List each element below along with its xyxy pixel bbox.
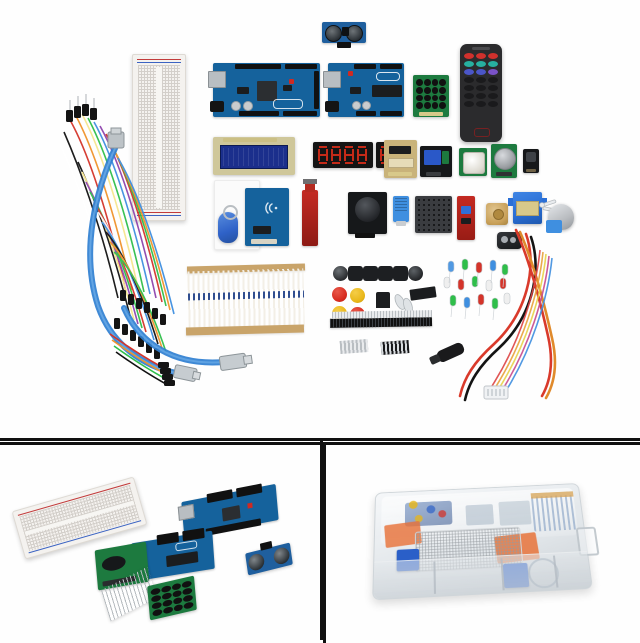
laser-module xyxy=(302,190,318,246)
stepper-motor: 28BYJ-48 stepper motor with ULN2003 driv… xyxy=(548,204,574,230)
dht11-sensor: DHT11 temperature and humidity sensor xyxy=(393,196,409,222)
matrix-keypad-module: 4x4 matrix membrane keypad module xyxy=(413,75,449,117)
detail-photo-storage-case: Transparent plastic storage case with bl… xyxy=(323,442,640,643)
jumper-wire-ends xyxy=(108,330,198,390)
potentiometer: Rotary potentiometer with knob xyxy=(486,203,508,225)
joystick-module: Dual-axis analog joystick module xyxy=(348,192,387,234)
pir-motion-sensor: HC-SR501 PIR motion sensor xyxy=(459,148,487,176)
tactile-switch-row xyxy=(333,266,425,282)
pin-header-short-black xyxy=(381,340,410,355)
seven-segment-display: 4-digit 7-segment display 4 xyxy=(313,142,373,168)
arduino-uno-board: Arduino Uno R3 compatible board UNO xyxy=(328,63,404,117)
rfid-key-fob xyxy=(218,212,238,243)
detail-keypad xyxy=(147,575,197,620)
detail-ultrasonic-sensor xyxy=(245,542,293,575)
servo-motor: SG90 micro servo motor xyxy=(513,192,542,224)
pin-header-long xyxy=(330,317,432,328)
arduino-mega-board: Arduino Mega 2560 compatible board MEGA xyxy=(213,63,320,117)
rtc-module: DS1302 real-time clock module with coin … xyxy=(491,144,517,178)
relay-module: 1-channel 5V relay module xyxy=(420,146,452,177)
lcd1602-display-module: LCD1602 character display module 16x2 xyxy=(213,137,295,175)
led-assortment xyxy=(440,255,520,335)
pin-header-short-white xyxy=(340,339,369,354)
shift-register-module: 74HC595 shift register module xyxy=(384,140,417,178)
main-flatlay-photo: Overhead flat-lay of all starter kit com… xyxy=(0,0,640,438)
storage-case-body xyxy=(372,483,593,600)
ultrasonic-sensor: HC-SR04 ultrasonic distance sensor xyxy=(322,22,366,43)
tilt-sensor-module: Tilt / vibration sensor module xyxy=(523,149,539,173)
ir-remote-control: Infrared remote control xyxy=(460,44,502,142)
detail-photo-boards: Angled close-up of breadboard, Arduino M… xyxy=(0,442,320,643)
rfid-reader-module: RC522 RFID reader module with card and k… xyxy=(245,188,289,246)
